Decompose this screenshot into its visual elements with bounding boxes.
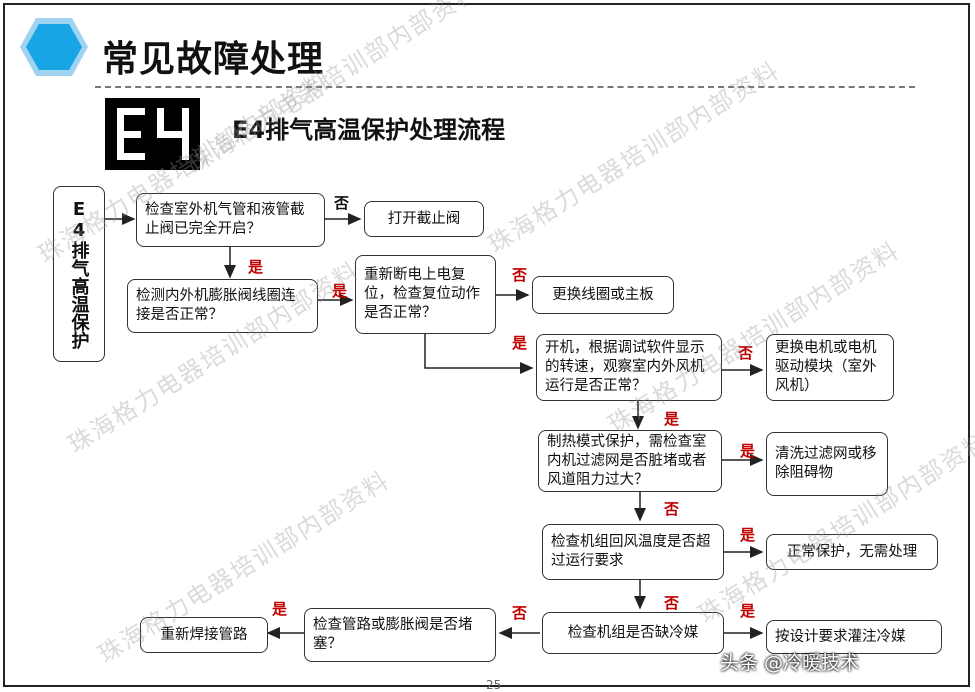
start-box: E4排气高温保护 <box>53 186 105 362</box>
node-check-valve: 检查室外机气管和液管截止阀已完全开启？ <box>136 193 325 247</box>
label-no: 否 <box>664 594 680 612</box>
e4-display <box>105 98 200 170</box>
label-yes: 是 <box>272 600 288 618</box>
label-yes: 是 <box>740 526 756 544</box>
label-yes: 是 <box>740 442 756 460</box>
node-check-refrigerant: 检查机组是否缺冷媒 <box>542 612 724 654</box>
label-no: 否 <box>512 266 528 284</box>
node-charge-refrigerant: 按设计要求灌注冷媒 <box>766 620 942 654</box>
node-clean-filter: 清洗过滤网或移除阻碍物 <box>766 432 888 496</box>
page-title: 常见故障处理 <box>102 39 325 80</box>
node-reweld: 重新焊接管路 <box>140 617 268 653</box>
page-number: 25 <box>486 678 502 692</box>
source-watermark: 头条 @冷暖技术 <box>720 652 860 674</box>
label-no: 否 <box>664 500 680 518</box>
label-no: 否 <box>334 194 350 212</box>
label-yes: 是 <box>332 282 348 300</box>
node-replace-motor: 更换电机或电机驱动模块（室外风机） <box>766 334 894 401</box>
label-yes: 是 <box>664 410 680 428</box>
node-check-coil: 检测内外机膨胀阀线圈连接是否正常？ <box>127 279 318 333</box>
label-yes: 是 <box>740 602 756 620</box>
title-divider <box>95 86 915 88</box>
node-check-pipe: 检查管路或膨胀阀是否堵塞？ <box>304 608 496 662</box>
node-check-return-air: 检查机组回风温度是否超过运行要求 <box>542 524 724 580</box>
label-no: 否 <box>512 604 528 622</box>
node-replace-coil: 更换线圈或主板 <box>532 276 674 314</box>
node-heat-mode: 制热模式保护，需检查室内机过滤网是否脏堵或者风道阻力过大？ <box>538 430 722 492</box>
node-reset-power: 重新断电上电复位，检查复位动作是否正常？ <box>355 255 496 334</box>
label-no: 否 <box>738 344 754 362</box>
flow-title: E4排气高温保护处理流程 <box>232 116 506 144</box>
slide-frame <box>3 3 970 687</box>
node-check-fan: 开机，根据调试软件显示的转速，观察室内外风机运行是否正常？ <box>536 334 722 401</box>
node-normal-protect: 正常保护，无需处理 <box>766 534 938 570</box>
label-yes: 是 <box>248 258 264 276</box>
hexagon-icon <box>18 16 90 82</box>
node-open-valve: 打开截止阀 <box>364 201 484 237</box>
label-yes: 是 <box>512 334 528 352</box>
